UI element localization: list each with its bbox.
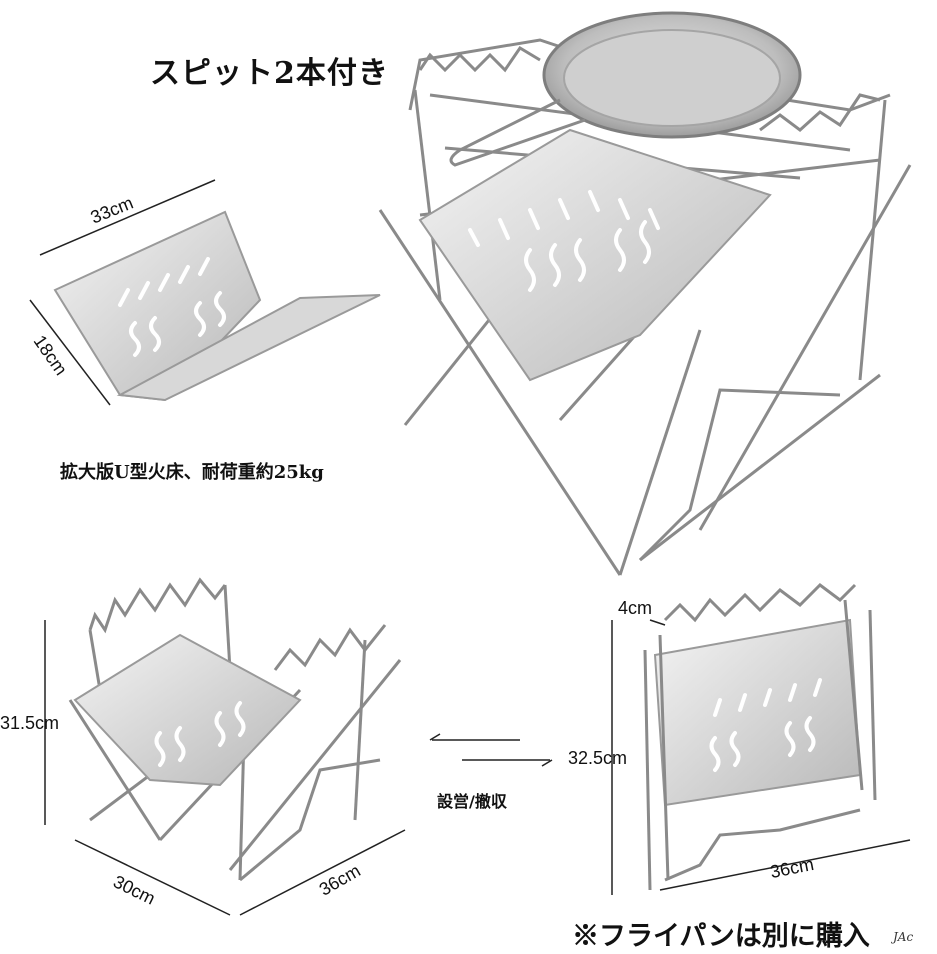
setup-collapse-label: 設営/撤収	[437, 792, 507, 811]
dimension-lines-open	[44, 620, 406, 916]
swap-arrows	[429, 733, 553, 767]
watermark: JAc	[893, 930, 914, 944]
vent-slots	[468, 190, 660, 292]
caption-u-plate: 拡大版U型火床、耐荷重約25kg	[60, 462, 324, 483]
dim-folded-height: 32.5cm	[568, 748, 628, 768]
dimension-lines-plate	[29, 179, 216, 406]
open-vent-slots	[154, 701, 246, 767]
pan-sold-separately-note: ※フライパンは別に購入	[572, 921, 870, 952]
title: スピット2本付き	[150, 56, 389, 91]
fire-plate	[418, 128, 772, 382]
dim-open-height: 31.5cm	[0, 713, 60, 733]
u-fire-plate	[53, 210, 381, 402]
open-fire-plate	[73, 633, 302, 787]
folded-grill	[643, 583, 877, 891]
frying-pan	[449, 11, 802, 167]
dim-folded-thickness: 4cm	[618, 598, 653, 618]
dimension-lines-folded	[611, 619, 911, 895]
